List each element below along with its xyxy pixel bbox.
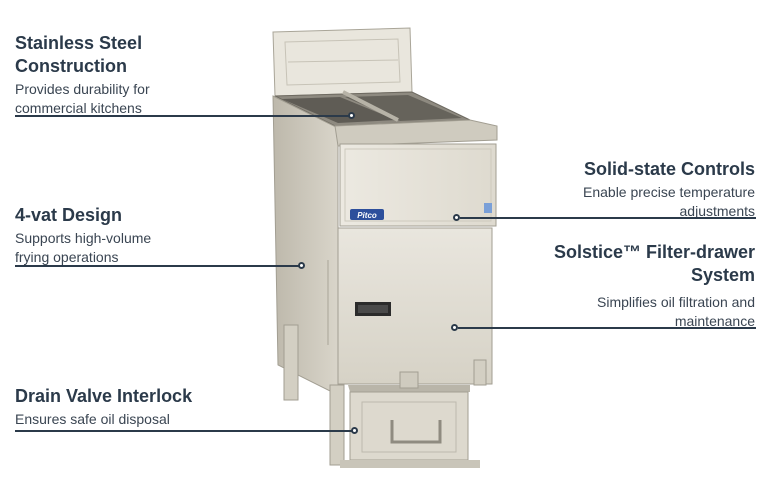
brand-badge: Pitco: [357, 211, 377, 220]
callout-description: Enable precise temperature adjustments: [583, 184, 755, 219]
callout-stainless-steel: Stainless Steel Construction Provides du…: [15, 32, 245, 118]
callout-description: Provides durability for commercial kitch…: [15, 81, 150, 116]
control-panel: Pitco: [339, 143, 497, 227]
callout-description: Supports high-volume frying operations: [15, 230, 152, 265]
leader-line: [460, 217, 756, 219]
filter-drawer: [340, 371, 480, 468]
top-rim: [334, 119, 498, 147]
callout-title: Drain Valve Interlock: [15, 386, 193, 406]
marker-dot: [348, 112, 355, 119]
callout-title: Stainless Steel Construction: [15, 33, 143, 76]
callout-description: Ensures safe oil disposal: [15, 411, 170, 427]
marker-dot: [298, 262, 305, 269]
callout-description: Simplifies oil filtration and maintenanc…: [597, 294, 755, 329]
side-panel: [272, 95, 339, 396]
fryer-image: Pitco: [272, 27, 498, 468]
leader-line: [15, 430, 353, 432]
legs: [283, 324, 487, 466]
fry-vats: [274, 90, 471, 127]
cabinet-door: [337, 227, 493, 385]
callout-title: Solstice™ Filter-drawer System: [553, 242, 755, 285]
callout-4-vat: 4-vat Design Supports high-volume frying…: [15, 204, 215, 267]
leader-line: [15, 115, 350, 117]
callout-title: 4-vat Design: [15, 205, 123, 225]
marker-dot: [451, 324, 458, 331]
callout-solid-state-controls: Solid-state Controls Enable precise temp…: [555, 158, 755, 221]
callout-drain-valve: Drain Valve Interlock Ensures safe oil d…: [15, 385, 245, 429]
callout-filter-drawer: Solstice™ Filter-drawer System Simplifie…: [535, 241, 755, 331]
marker-dot: [453, 214, 460, 221]
leader-line: [15, 265, 300, 267]
backsplash: [272, 27, 413, 97]
callout-title: Solid-state Controls: [583, 159, 755, 179]
leader-line: [458, 327, 756, 329]
marker-dot: [351, 427, 358, 434]
